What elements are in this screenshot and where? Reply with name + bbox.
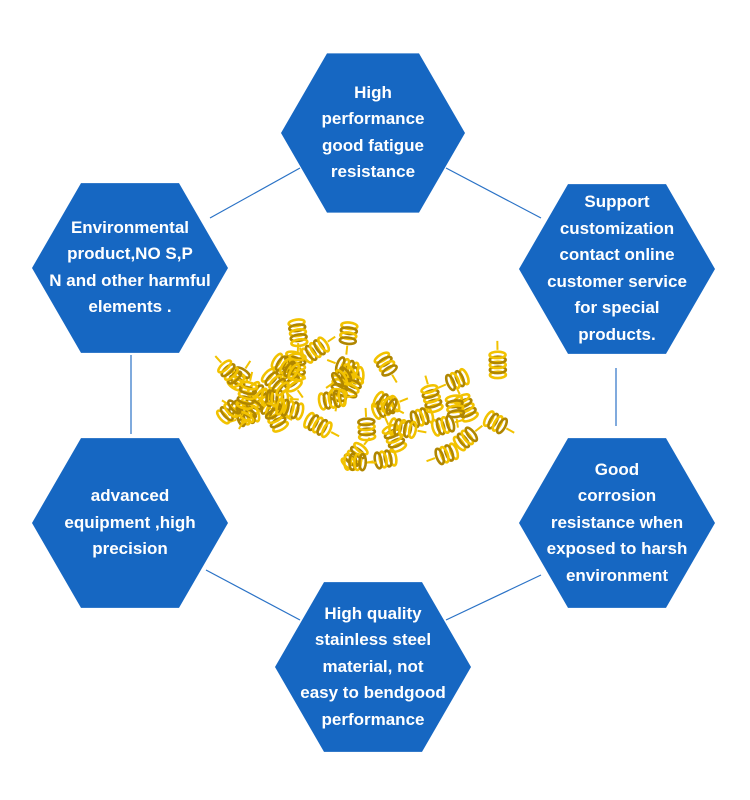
spring-icon: [437, 367, 470, 392]
spring-icon: [444, 394, 466, 428]
spring-icon: [420, 375, 444, 414]
hexagon-environmental: [32, 183, 228, 353]
connector-line: [209, 167, 301, 219]
spring-icon: [482, 410, 515, 435]
spring-icon: [270, 352, 307, 380]
connector-line: [445, 574, 542, 621]
spring-icon: [338, 321, 359, 355]
spring-icon: [388, 417, 427, 440]
spring-icon: [287, 318, 309, 357]
hexagon-material: [275, 582, 471, 752]
spring-icon: [303, 411, 340, 439]
spring-icon: [317, 388, 357, 411]
hexagon-precision: [32, 438, 228, 608]
gold-springs-icon: [214, 318, 515, 472]
spring-icon: [214, 355, 246, 389]
hexagon-high-performance: [281, 53, 465, 213]
spring-icon: [340, 437, 371, 472]
spring-icon: [300, 335, 336, 364]
spring-icon: [237, 393, 265, 430]
spring-icon: [372, 390, 405, 415]
spring-icon: [357, 407, 377, 442]
connector-line: [205, 569, 301, 621]
spring-icon: [373, 351, 398, 384]
connector-line: [445, 167, 542, 219]
spring-icon: [260, 367, 294, 400]
spring-icon: [235, 371, 259, 410]
spring-icon: [266, 397, 305, 421]
spring-icon: [343, 452, 377, 472]
spring-icon: [426, 442, 460, 466]
spring-icon: [452, 424, 483, 452]
hexagon-nodes: [32, 53, 715, 752]
connector-lines: [130, 167, 617, 621]
hexagon-corrosion: [519, 438, 715, 608]
hexagon-customization: [519, 184, 715, 354]
spring-icon: [488, 340, 508, 380]
spring-icon: [325, 363, 357, 389]
